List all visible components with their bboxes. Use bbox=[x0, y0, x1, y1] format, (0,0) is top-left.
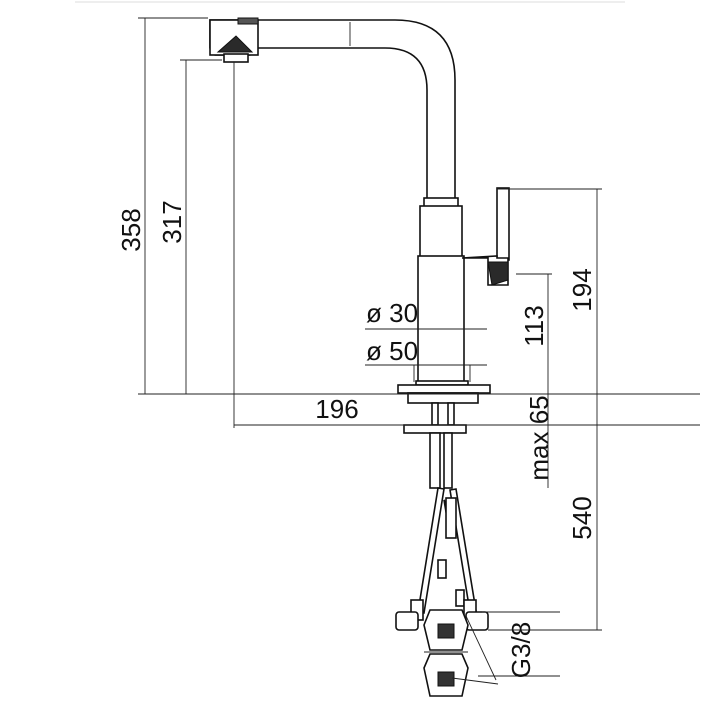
base-flange bbox=[397, 384, 491, 394]
hose-connector-right bbox=[465, 611, 489, 631]
mounting-plate bbox=[403, 424, 467, 434]
handle-cartridge bbox=[487, 261, 509, 286]
lever-handle bbox=[496, 187, 510, 261]
dim-diameter-30: ø 30 bbox=[366, 298, 418, 328]
dim-113: 113 bbox=[519, 305, 549, 346]
dim-540: 540 bbox=[567, 496, 597, 539]
dim-194: 194 bbox=[567, 268, 597, 311]
threaded-rod bbox=[429, 432, 441, 489]
hose-connector-left bbox=[395, 611, 419, 631]
faucet-body bbox=[209, 17, 510, 489]
dim-317: 317 bbox=[157, 200, 187, 243]
upper-body bbox=[419, 205, 463, 259]
spray-nozzle bbox=[216, 35, 254, 53]
dimension-lines bbox=[138, 17, 700, 685]
dim-diameter-50: ø 50 bbox=[366, 336, 418, 366]
dim-max-65: max 65 bbox=[524, 395, 554, 480]
dim-358: 358 bbox=[116, 208, 146, 251]
dim-thread-g38: G3/8 bbox=[506, 622, 536, 678]
supply-hoses bbox=[395, 487, 489, 697]
lower-body bbox=[417, 255, 465, 383]
dim-196: 196 bbox=[315, 394, 358, 424]
